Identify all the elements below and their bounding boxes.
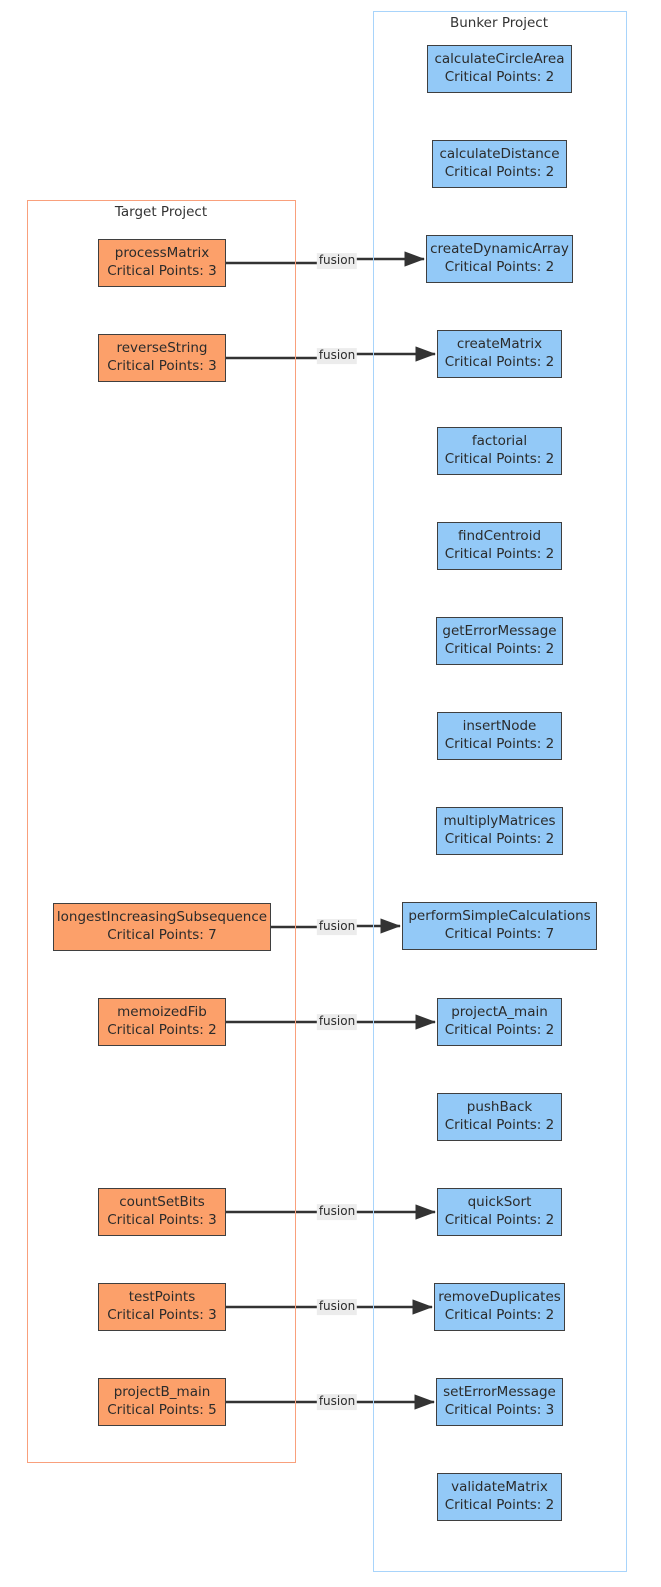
node-title: setErrorMessage [443,1384,556,1401]
node-metric: Critical Points: 2 [444,164,555,180]
node-title: pushBack [466,1099,533,1116]
edge-label-fusion: fusion [316,919,358,935]
node-metric: Critical Points: 3 [107,358,217,374]
node-title: countSetBits [119,1194,205,1211]
node-metric: Critical Points: 2 [444,641,555,657]
node-title: testPoints [128,1289,196,1306]
edge-label-fusion: fusion [316,1014,358,1030]
node-title: memoizedFib [117,1004,207,1021]
node-title: createDynamicArray [430,241,569,258]
node-metric: Critical Points: 2 [444,354,555,370]
node-title: reverseString [116,340,208,357]
node-metric: Critical Points: 2 [444,451,555,467]
node-title: processMatrix [114,245,210,262]
node-title: insertNode [462,718,537,735]
edge-label-fusion: fusion [316,1204,358,1220]
node-title: longestIncreasingSubsequence [56,909,268,926]
node-metric: Critical Points: 7 [444,926,555,942]
edge-label-fusion: fusion [316,253,358,269]
cluster-target [27,200,296,1463]
edge-label-fusion: fusion [316,1394,358,1410]
node-metric: Critical Points: 3 [444,1402,555,1418]
node-metric: Critical Points: 2 [444,69,555,85]
node-metric: Critical Points: 2 [444,1497,555,1513]
node-metric: Critical Points: 3 [107,1212,217,1228]
node-metric: Critical Points: 2 [107,1022,217,1038]
edge-label-fusion: fusion [316,1299,358,1315]
node-metric: Critical Points: 5 [107,1402,217,1418]
node-metric: Critical Points: 3 [107,1307,217,1323]
node-title: projectB_main [113,1384,211,1401]
node-title: validateMatrix [451,1479,548,1496]
node-metric: Critical Points: 2 [444,1307,555,1323]
node-title: quickSort [467,1194,532,1211]
node-metric: Critical Points: 7 [107,927,217,943]
node-title: calculateCircleArea [434,51,565,68]
node-metric: Critical Points: 2 [444,1022,555,1038]
node-metric: Critical Points: 2 [444,1212,555,1228]
node-metric: Critical Points: 2 [444,1117,555,1133]
node-title: multiplyMatrices [443,813,556,830]
node-title: calculateDistance [439,146,560,163]
node-metric: Critical Points: 3 [107,263,217,279]
node-title: getErrorMessage [442,623,557,640]
cluster-label-bunker: Bunker Project [449,15,549,31]
node-title: projectA_main [451,1004,548,1021]
node-title: findCentroid [457,528,542,545]
edge-label-fusion: fusion [316,348,358,364]
node-title: removeDuplicates [438,1289,561,1306]
cluster-bunker [373,11,627,1572]
node-title: createMatrix [456,336,543,353]
node-title: performSimpleCalculations [408,908,591,925]
node-metric: Critical Points: 2 [444,259,555,275]
node-metric: Critical Points: 2 [444,831,555,847]
cluster-label-target: Target Project [114,204,208,220]
node-metric: Critical Points: 2 [444,736,555,752]
node-title: factorial [471,433,528,450]
node-metric: Critical Points: 2 [444,546,555,562]
